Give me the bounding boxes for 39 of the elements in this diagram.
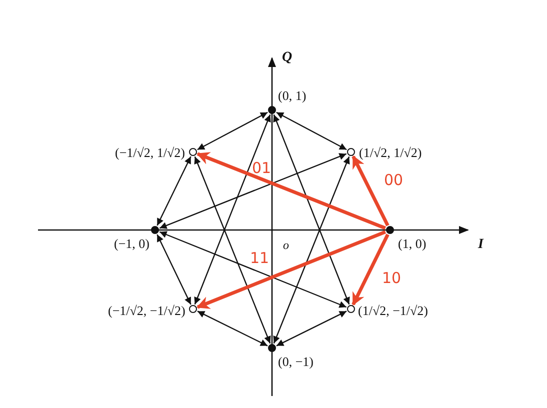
arrow bbox=[273, 114, 350, 305]
axis-label: I bbox=[478, 237, 484, 253]
arrow bbox=[197, 310, 268, 346]
origin-label: o bbox=[283, 237, 289, 253]
arrow bbox=[273, 156, 350, 344]
axis-label: Q bbox=[282, 50, 292, 66]
coordinate-label: (1/√2, −1/√2) bbox=[358, 303, 428, 318]
point-marker bbox=[386, 226, 394, 234]
open-circle-marker bbox=[189, 148, 197, 156]
edge-label: 10 bbox=[382, 270, 402, 287]
arrow bbox=[197, 112, 268, 150]
point-marker bbox=[268, 344, 276, 352]
coordinate-label: (1, 0) bbox=[398, 236, 426, 251]
edge-label: 11 bbox=[250, 250, 270, 267]
arrow bbox=[159, 153, 347, 229]
coordinate-label: (0, −1) bbox=[278, 354, 314, 369]
coordinate-label: (−1, 0) bbox=[114, 236, 150, 251]
coordinate-label: (−1/√2, 1/√2) bbox=[115, 145, 185, 160]
arrow bbox=[276, 112, 347, 150]
arrow bbox=[159, 231, 347, 308]
arrow bbox=[196, 230, 386, 309]
arrow bbox=[352, 155, 390, 226]
coordinate-label: (−1/√2, −1/√2) bbox=[108, 303, 186, 318]
open-circle-marker bbox=[347, 148, 355, 156]
edge-label: 01 bbox=[252, 160, 272, 177]
arrow bbox=[156, 234, 192, 305]
open-circle-marker bbox=[347, 305, 355, 313]
open-circle-marker bbox=[189, 305, 197, 313]
arrow bbox=[194, 114, 271, 305]
arrow bbox=[276, 310, 347, 346]
point-marker bbox=[268, 106, 276, 114]
edge-label: 00 bbox=[384, 172, 404, 189]
coordinate-label: (1/√2, 1/√2) bbox=[359, 145, 422, 160]
coordinate-label: (0, 1) bbox=[278, 88, 306, 103]
point-marker bbox=[151, 226, 159, 234]
arrow bbox=[352, 234, 390, 306]
arrow bbox=[156, 156, 192, 226]
arrow bbox=[196, 152, 386, 230]
arrow bbox=[194, 156, 271, 344]
